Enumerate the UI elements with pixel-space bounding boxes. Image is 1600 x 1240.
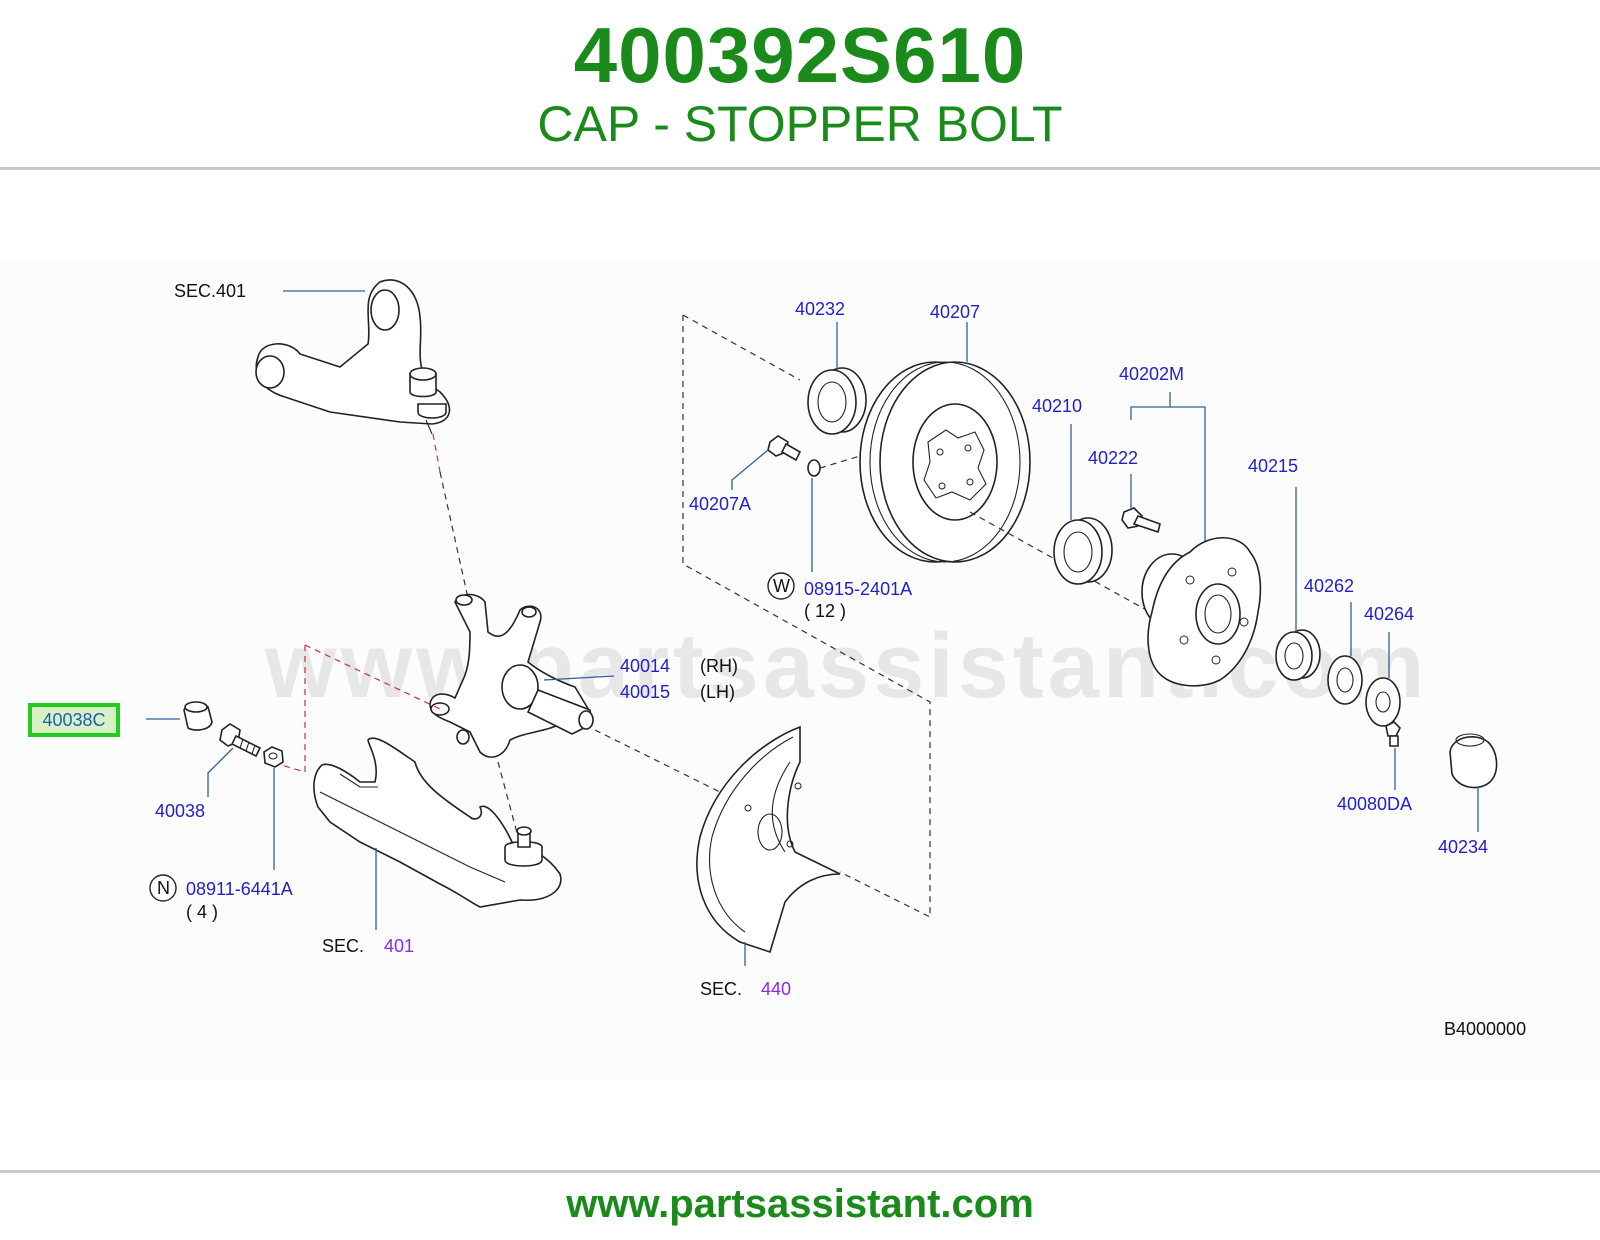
brake-rotor-40207 [859, 361, 1031, 563]
n-circle-icon [149, 874, 177, 902]
w-circle-letter: W [773, 576, 790, 596]
stopper-cap [183, 701, 213, 731]
steering-knuckle [429, 593, 594, 758]
upper-control-arm [255, 279, 451, 435]
part-number-title: 400392S610 [573, 11, 1027, 99]
label-40014: 40014 [620, 656, 670, 676]
label-qty-4: ( 4 ) [186, 902, 218, 922]
bearing-40215 [1275, 629, 1321, 681]
label-40038: 40038 [155, 801, 205, 821]
label-40207: 40207 [930, 302, 980, 322]
label-08911: 08911-6441A [186, 879, 293, 899]
leader-40207a [731, 449, 769, 490]
grease-cap-40234 [1449, 733, 1498, 789]
label-40207a: 40207A [689, 494, 751, 514]
label-08915: 08915-2401A [804, 579, 912, 599]
oil-seal-40232 [807, 367, 867, 435]
label-40222: 40222 [1088, 448, 1138, 468]
label-sec440-num: 440 [761, 979, 791, 999]
footer-divider [0, 1170, 1600, 1173]
label-40080da: 40080DA [1337, 794, 1412, 814]
label-40264: 40264 [1364, 604, 1414, 624]
bolt-40207a [767, 435, 802, 462]
highlighted-part-label-40038c[interactable]: 40038C [28, 703, 120, 737]
label-40234: 40234 [1438, 837, 1488, 857]
label-40210: 40210 [1032, 396, 1082, 416]
label-sec401-upper: SEC.401 [174, 281, 246, 301]
label-rh: (RH) [700, 656, 738, 676]
w-circle-icon [767, 572, 795, 600]
bearing-40210 [1053, 517, 1113, 585]
stopper-bolt [219, 723, 262, 758]
n-circle-letter: N [157, 878, 170, 898]
wheel-hub-40202m [1141, 537, 1262, 687]
label-lh: (LH) [700, 682, 735, 702]
leader-40038 [207, 747, 234, 797]
hub-bolt-40222 [1121, 507, 1161, 534]
lower-control-arm [313, 737, 562, 908]
label-40202m: 40202M [1119, 364, 1184, 384]
footer-website-link[interactable]: www.partsassistant.com [566, 1182, 1034, 1226]
screw-40080da [1385, 721, 1401, 747]
label-40232: 40232 [795, 299, 845, 319]
parts-diagram: www.partsassistant.com SEC.401 SEC. [0, 262, 1600, 1080]
label-40215: 40215 [1248, 456, 1298, 476]
label-40015: 40015 [620, 682, 670, 702]
label-sec-lower: SEC. [322, 936, 364, 956]
dust-shield [696, 725, 841, 954]
highlighted-part-text: 40038C [42, 710, 106, 730]
leader-40202m [1130, 406, 1206, 542]
label-sec-lower-num: 401 [384, 936, 414, 956]
leader-40014 [543, 675, 615, 681]
label-sec440: SEC. [700, 979, 742, 999]
lock-plate-40264 [1365, 677, 1401, 727]
label-qty-12: ( 12 ) [804, 601, 846, 621]
part-description: CAP - STOPPER BOLT [537, 96, 1063, 152]
diagram-code: B4000000 [1444, 1019, 1526, 1039]
exploded-view-drawing: www.partsassistant.com SEC.401 SEC. [146, 279, 1526, 1039]
washer-40262 [1327, 655, 1363, 705]
label-40262: 40262 [1304, 576, 1354, 596]
lock-washer [807, 459, 821, 477]
page-header: 400392S610 CAP - STOPPER BOLT [0, 0, 1600, 168]
header-divider [0, 167, 1600, 170]
stopper-nut [263, 746, 284, 768]
